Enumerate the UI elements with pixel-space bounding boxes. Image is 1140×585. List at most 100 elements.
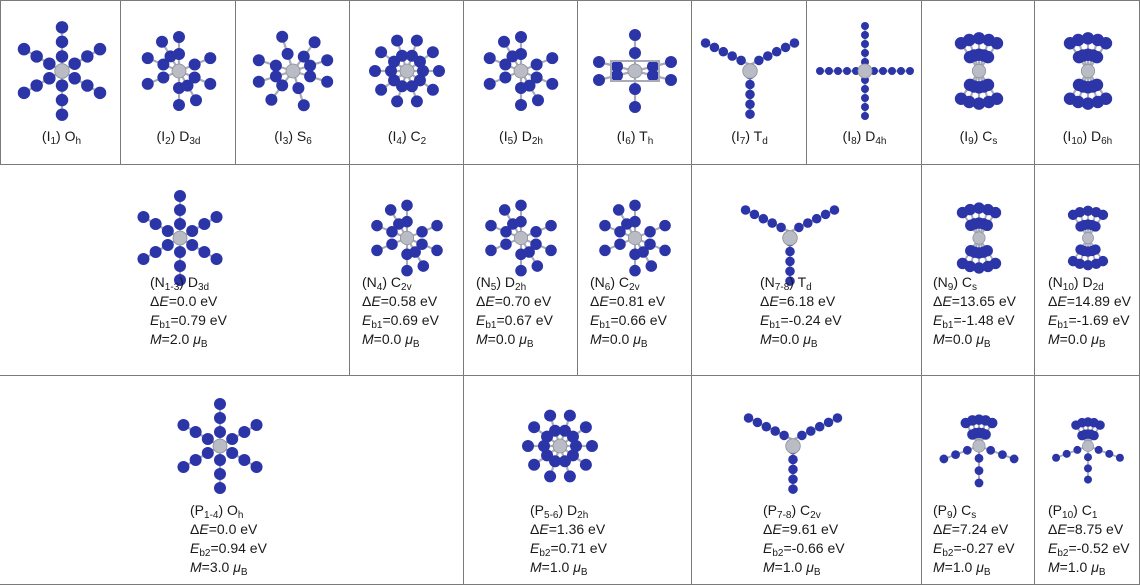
mu-symbol: μ xyxy=(519,331,527,347)
structure-caption: (I8) D4h xyxy=(807,127,921,147)
ligand-atom xyxy=(55,108,68,121)
ligand-atom xyxy=(189,426,202,438)
bohr-sub: B xyxy=(526,339,534,350)
ligand-atom xyxy=(203,77,216,90)
e-symbol: E xyxy=(485,293,495,309)
isomer-letter: N xyxy=(1052,274,1063,290)
equals: = xyxy=(944,331,953,347)
m-symbol: M xyxy=(362,331,374,347)
magnetic-moment: M=3.0 μB xyxy=(190,558,267,578)
ligand-atom xyxy=(161,225,174,237)
e-symbol: E xyxy=(190,540,200,556)
delta-e-value: 0.70 eV xyxy=(502,293,552,309)
ligand-atom xyxy=(1083,475,1092,484)
symmetry-sub: 2v xyxy=(401,282,412,293)
ligand-atom xyxy=(186,225,199,237)
symmetry-sub: 4h xyxy=(875,136,887,147)
ligand-atom xyxy=(174,246,186,258)
delta-symbol: Δ xyxy=(1048,521,1058,537)
ligand-atom xyxy=(976,427,988,439)
ligand-atom xyxy=(599,219,611,232)
equals: = xyxy=(774,559,783,575)
ligand-atom xyxy=(164,50,176,63)
ligand-atom xyxy=(645,260,658,272)
ligand-atom xyxy=(962,95,975,109)
ligand-atom xyxy=(386,238,398,250)
ligand-atom xyxy=(785,256,795,267)
isomer-label: (I8) D4h xyxy=(842,128,887,147)
isomer-label: (I5) D2h xyxy=(499,128,543,147)
isomer-letter: I xyxy=(278,128,283,144)
ligand-atom xyxy=(375,83,388,96)
e-symbol: E xyxy=(539,521,549,537)
ligand-atom xyxy=(860,31,869,39)
isomer-letter: N xyxy=(480,274,491,290)
ligand-atom xyxy=(762,51,773,61)
structure-caption: (I7) Td xyxy=(692,127,806,147)
e-symbol: E xyxy=(942,521,952,537)
isomer-letter: I xyxy=(503,128,508,144)
m-symbol: M xyxy=(530,559,542,575)
ligand-atom xyxy=(981,203,994,216)
symmetry-letter: C xyxy=(1081,502,1092,518)
ligand-atom xyxy=(718,46,728,57)
equals: = xyxy=(1068,312,1077,328)
ligand-atom xyxy=(887,67,896,75)
ligand-atom xyxy=(665,56,677,68)
center-atom xyxy=(971,63,986,79)
isomer-letter: N xyxy=(937,274,948,290)
delta-e-value: 13.65 eV xyxy=(959,293,1016,309)
isomer-letter: I xyxy=(735,128,740,144)
equals: = xyxy=(170,312,179,328)
ligand-atom xyxy=(252,54,265,67)
isomer-letter: N xyxy=(594,274,605,290)
isomer-label: (N5) D2h xyxy=(476,274,527,293)
ligand-atom xyxy=(292,82,305,95)
ligand-atom xyxy=(644,238,656,250)
ligand-atom xyxy=(794,222,804,233)
isomer-letter: I xyxy=(46,128,51,144)
structure-cell: (I4) C2 xyxy=(350,0,464,165)
e-symbol: E xyxy=(599,293,609,309)
ligand-atom xyxy=(276,79,289,92)
ligand-atom xyxy=(629,199,641,212)
structure-caption: (I1) Oh xyxy=(1,127,120,147)
ligand-atom xyxy=(522,440,534,452)
ligand-atom xyxy=(177,461,190,473)
ligand-atom xyxy=(776,222,786,233)
ligand-atom xyxy=(972,202,985,214)
ligand-atom xyxy=(962,445,972,455)
ligand-atom xyxy=(544,470,557,483)
eb-value: 0.66 eV xyxy=(618,312,667,328)
m-value: 1.0 xyxy=(952,559,973,575)
ligand-atom xyxy=(545,219,557,232)
binding-energy: Eb1=-0.24 eV xyxy=(760,311,842,331)
magnetic-moment: M=1.0 μB xyxy=(1048,558,1130,578)
ligand-atom xyxy=(141,52,154,65)
magnetic-moment: M=0.0 μB xyxy=(933,330,1016,350)
ligand-atom xyxy=(371,219,383,232)
ligand-atom xyxy=(181,79,193,92)
ligand-atom xyxy=(997,450,1007,460)
isomer-index: 1 xyxy=(50,136,57,147)
molecule-structure xyxy=(938,414,1019,488)
e-symbol: E xyxy=(942,293,952,309)
isomer-label: (N1-3) D3d xyxy=(150,274,210,293)
symmetry-sub: 1 xyxy=(1091,510,1098,521)
molecule-structure xyxy=(137,190,223,286)
ligand-atom xyxy=(1090,206,1101,218)
structure-cell: (I1) Oh xyxy=(0,0,121,165)
ligand-atom xyxy=(563,470,576,483)
equals: = xyxy=(168,293,177,309)
ligand-atom xyxy=(269,70,282,83)
isomer-letter: I xyxy=(847,128,852,144)
symmetry-letter: C xyxy=(410,128,421,144)
e-symbol: E xyxy=(769,293,779,309)
ligand-atom xyxy=(611,69,623,82)
isomer-label: (I1) Oh xyxy=(41,128,82,147)
ligand-atom xyxy=(532,94,544,107)
mu-symbol: μ xyxy=(976,331,984,347)
